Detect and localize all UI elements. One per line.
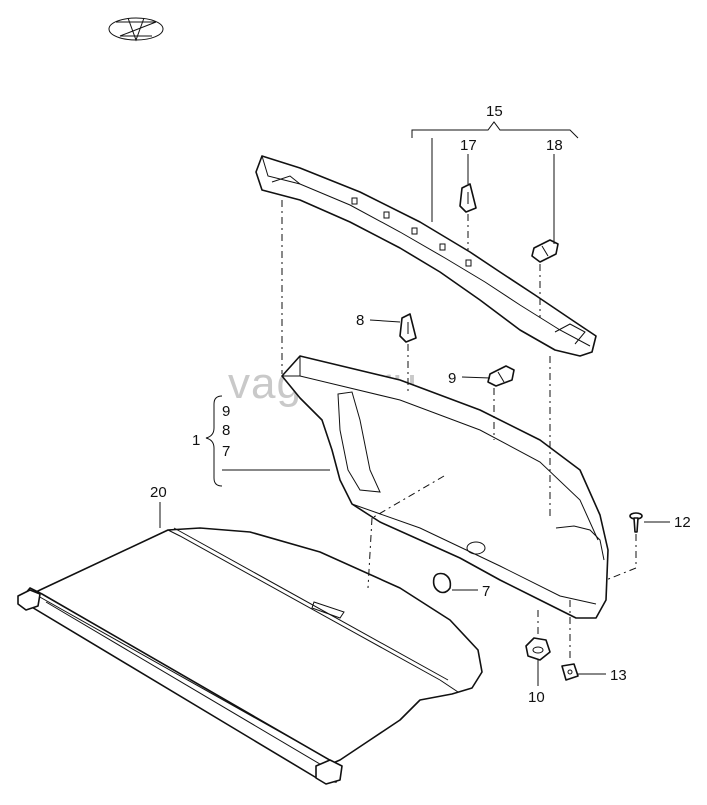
luggage-cover — [17, 527, 483, 785]
clip-17 — [459, 183, 477, 213]
upper-trim-strip — [255, 155, 597, 357]
callout-20: 20 — [150, 484, 167, 501]
lower-trim-panel — [281, 355, 609, 619]
clip-10 — [525, 637, 551, 661]
brand-logo-icon — [108, 17, 164, 42]
cap-7 — [432, 572, 452, 594]
callouts: 15 17 18 8 9 9 8 1 7 20 12 7 13 10 — [150, 103, 691, 706]
callout-17: 17 — [460, 137, 477, 154]
clip-8 — [399, 313, 417, 343]
nut-13 — [561, 663, 579, 681]
callout-7-brace: 7 — [222, 443, 230, 460]
callout-8-brace: 8 — [222, 422, 230, 439]
callout-9-brace: 9 — [222, 403, 230, 420]
callout-1: 1 — [192, 432, 200, 449]
clip-9 — [487, 365, 515, 387]
callout-18: 18 — [546, 137, 563, 154]
leader-lines — [159, 121, 670, 686]
callout-15: 15 — [486, 103, 503, 120]
callout-10: 10 — [528, 689, 545, 706]
callout-13: 13 — [610, 667, 627, 684]
callout-9-top: 9 — [448, 370, 456, 387]
screw-12 — [629, 512, 643, 533]
callout-12: 12 — [674, 514, 691, 531]
alignment-lines — [281, 200, 637, 660]
callout-7: 7 — [482, 583, 490, 600]
callout-8-top: 8 — [356, 312, 364, 329]
clip-18 — [531, 239, 559, 263]
